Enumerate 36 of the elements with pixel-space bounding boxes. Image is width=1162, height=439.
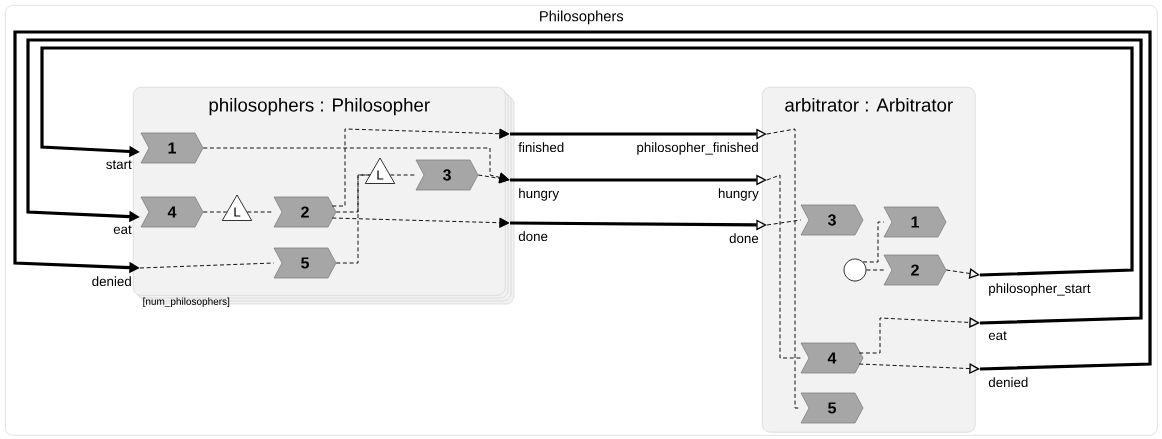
connector — [865, 269, 885, 271]
connector — [139, 262, 275, 269]
connector — [40, 46, 1134, 277]
port-label: denied — [92, 276, 131, 287]
connector — [331, 217, 510, 228]
triangle-block: L — [364, 157, 396, 184]
port-label: philosopher_finished — [637, 142, 758, 155]
connector — [766, 174, 802, 359]
port-label: eat — [113, 225, 132, 234]
port-label: done — [518, 231, 548, 242]
connector — [858, 316, 980, 354]
connector — [510, 128, 767, 140]
port-label: philosopher_start — [989, 283, 1091, 296]
port-label: denied — [988, 377, 1028, 388]
port-label: hungry — [718, 188, 759, 201]
port-label: eat — [988, 331, 1007, 340]
connector — [945, 268, 980, 279]
multiplicity-label: [num_philosophers] — [143, 297, 230, 307]
port-label: done — [729, 233, 759, 244]
triangle-block: L — [221, 194, 253, 221]
connector — [246, 211, 275, 213]
connector — [335, 174, 371, 264]
connector — [510, 174, 767, 186]
connector — [331, 128, 510, 207]
connector — [862, 221, 885, 263]
connector — [766, 219, 802, 226]
connector — [477, 173, 510, 184]
junction-circle — [843, 258, 867, 282]
connector — [202, 211, 228, 213]
port-label: start — [106, 160, 132, 169]
port-label: hungry — [519, 188, 559, 201]
connector — [13, 30, 1152, 371]
port-label: finished — [518, 142, 564, 153]
connector — [389, 174, 417, 176]
connector — [26, 38, 1143, 325]
connector — [766, 128, 802, 409]
